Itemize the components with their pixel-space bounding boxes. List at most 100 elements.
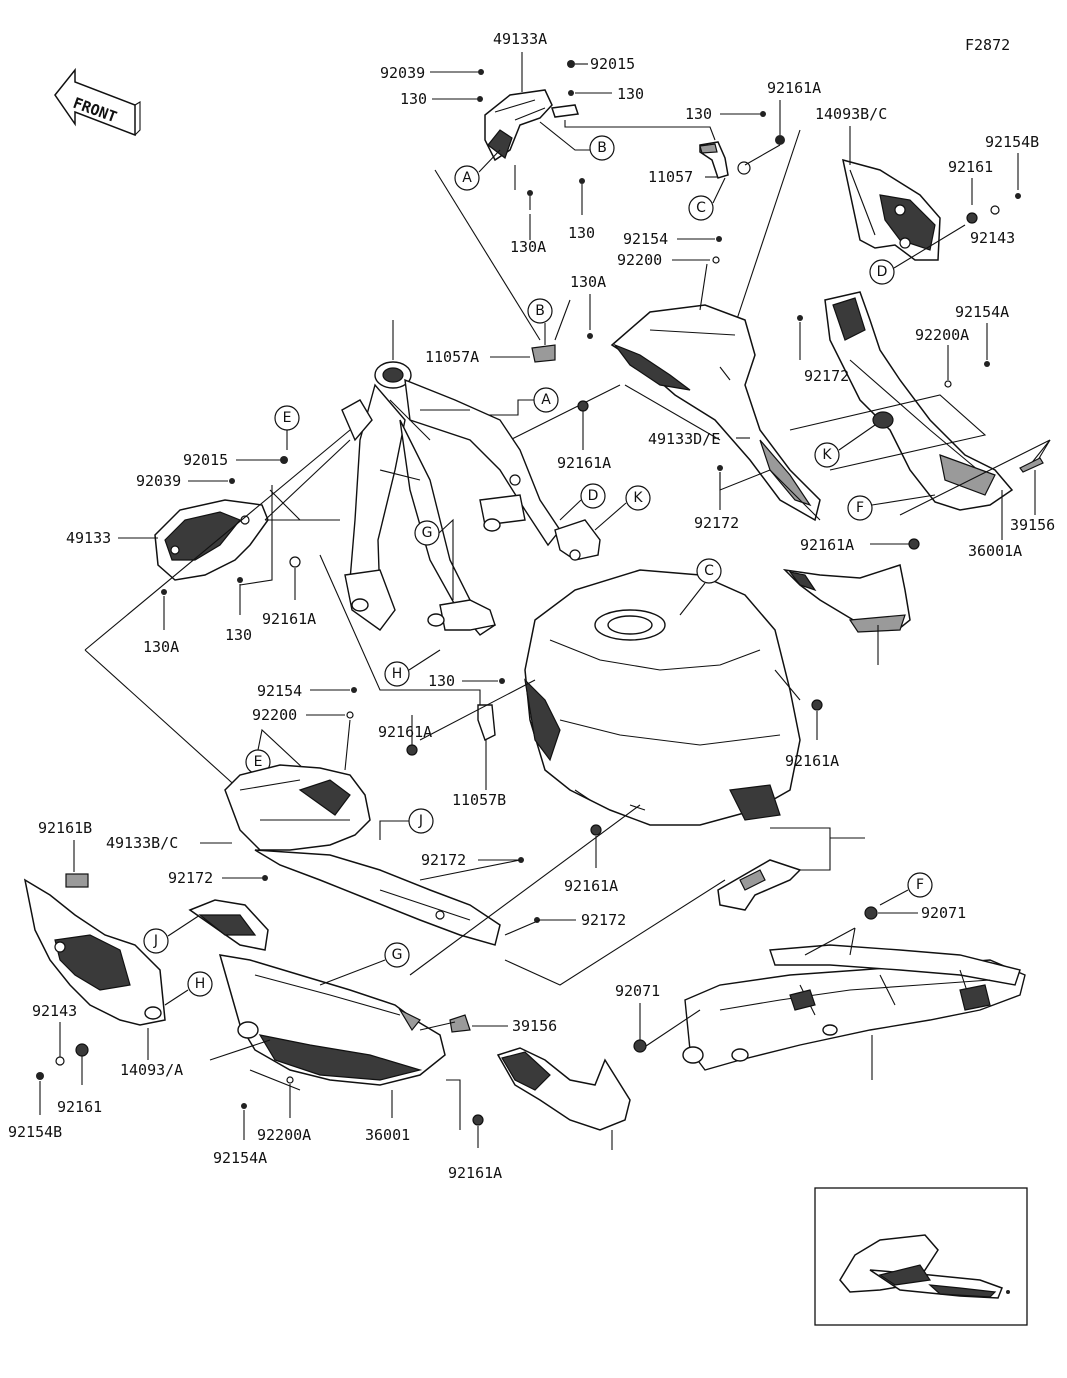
label-14093BC: 14093B/C — [815, 105, 887, 123]
label-92015-l: 92015 — [183, 451, 228, 469]
svg-text:C: C — [696, 200, 706, 216]
label-11057B: 11057B — [452, 791, 506, 809]
label-130A-b: 130A — [570, 273, 606, 291]
svg-text:B: B — [597, 140, 607, 156]
svg-text:E: E — [254, 754, 263, 770]
svg-text:A: A — [541, 392, 551, 408]
label-130-c: 130 — [685, 105, 712, 123]
part-14093BC — [842, 158, 941, 261]
callout-C-tank: C — [696, 558, 722, 584]
callout-E-left: E — [274, 405, 300, 431]
label-92154B-l: 92154B — [8, 1123, 62, 1141]
label-92172-r: 92172 — [804, 367, 849, 385]
callout-H-mid: H — [384, 661, 410, 687]
label-92154-l: 92154 — [257, 682, 302, 700]
label-92172-r2: 92172 — [694, 514, 739, 532]
label-92161-top: 92161 — [948, 158, 993, 176]
callout-B-top: B — [589, 135, 615, 161]
label-49133A: 49133A — [493, 30, 547, 48]
label-130A-l: 130A — [143, 638, 179, 656]
svg-text:D: D — [588, 488, 599, 504]
part-49133BC — [224, 764, 501, 946]
bracket-49133A — [484, 89, 579, 162]
label-11057A: 11057A — [425, 348, 479, 366]
label-92200A-b: 92200A — [257, 1126, 311, 1144]
svg-text:G: G — [392, 947, 403, 963]
label-92071-c: 92071 — [615, 982, 660, 1000]
svg-text:J: J — [153, 933, 158, 949]
label-92154A-b: 92154A — [213, 1149, 267, 1167]
callout-C-top: C — [688, 195, 714, 221]
part-36001A — [824, 291, 1014, 511]
main-frame — [341, 361, 601, 636]
label-39156-r: 39156 — [1010, 516, 1055, 534]
front-arrow-icon: FRONT — [54, 67, 141, 137]
label-130-l: 130 — [225, 626, 252, 644]
label-92143-top: 92143 — [970, 229, 1015, 247]
label-92161A-l: 92161A — [262, 610, 316, 628]
svg-text:D: D — [877, 264, 888, 280]
label-130-top-bottom: 130 — [568, 224, 595, 242]
label-130-tank: 130 — [428, 672, 455, 690]
part-49133 — [154, 499, 269, 581]
callout-F-right: F — [847, 495, 873, 521]
label-130-top-right: 130 — [617, 85, 644, 103]
svg-text:E: E — [283, 410, 292, 426]
label-92071-r: 92071 — [921, 904, 966, 922]
label-92172-c2: 92172 — [581, 911, 626, 929]
label-49133: 49133 — [66, 529, 111, 547]
label-92200-mid: 92200 — [617, 251, 662, 269]
label-92161A-b: 92161A — [448, 1164, 502, 1182]
side-cover-ref-right — [782, 564, 911, 633]
label-92161A-a: 92161A — [557, 454, 611, 472]
callout-G-lower: G — [384, 942, 410, 968]
label-36001: 36001 — [365, 1126, 410, 1144]
label-92161A-r: 92161A — [800, 536, 854, 554]
callout-D-mid: D — [580, 483, 606, 509]
label-36001A: 36001A — [968, 542, 1022, 560]
label-92200A-r: 92200A — [915, 326, 969, 344]
callout-K-mid: K — [625, 485, 651, 511]
callout-J-mid: J — [408, 808, 434, 834]
label-11057: 11057 — [648, 168, 693, 186]
label-92154-mid: 92154 — [623, 230, 668, 248]
svg-text:C: C — [704, 563, 714, 579]
label-92172-c: 92172 — [421, 851, 466, 869]
callout-D-top: D — [869, 259, 895, 285]
svg-text:A: A — [462, 170, 472, 186]
label-49133DE: 49133D/E — [648, 430, 720, 448]
label-49133BC: 49133B/C — [106, 834, 178, 852]
svg-text:J: J — [418, 813, 423, 829]
svg-text:F: F — [916, 877, 924, 893]
callout-A-top: A — [454, 165, 480, 191]
label-14093A: 14093/A — [120, 1061, 183, 1079]
callout-J-left: J — [143, 928, 169, 954]
bracket-11057 — [699, 141, 751, 179]
label-92161-l: 92161 — [57, 1098, 102, 1116]
part-36001 — [188, 899, 446, 1086]
callout-A-mid: A — [533, 387, 559, 413]
part-14093A — [23, 878, 166, 1026]
sub-frame — [682, 944, 1026, 1071]
svg-text:F: F — [856, 500, 864, 516]
label-92015-top: 92015 — [590, 55, 635, 73]
svg-text:B: B — [535, 303, 545, 319]
side-cover-ref-bottom — [496, 1047, 631, 1131]
label-92161A-tank: 92161A — [785, 752, 839, 770]
svg-text:K: K — [822, 447, 832, 463]
label-92200-l: 92200 — [252, 706, 297, 724]
label-92039-l: 92039 — [136, 472, 181, 490]
svg-text:K: K — [633, 490, 643, 506]
label-92161A-top: 92161A — [767, 79, 821, 97]
inset-box — [814, 1187, 1028, 1326]
callout-B-mid: B — [527, 298, 553, 324]
label-130A-top: 130A — [510, 238, 546, 256]
svg-text:G: G — [422, 525, 433, 541]
label-92039-top: 92039 — [380, 64, 425, 82]
label-92143-l: 92143 — [32, 1002, 77, 1020]
callout-F-lower: F — [907, 872, 933, 898]
label-92154B-top: 92154B — [985, 133, 1039, 151]
callout-K-right: K — [814, 442, 840, 468]
tank-bracket — [717, 859, 802, 911]
